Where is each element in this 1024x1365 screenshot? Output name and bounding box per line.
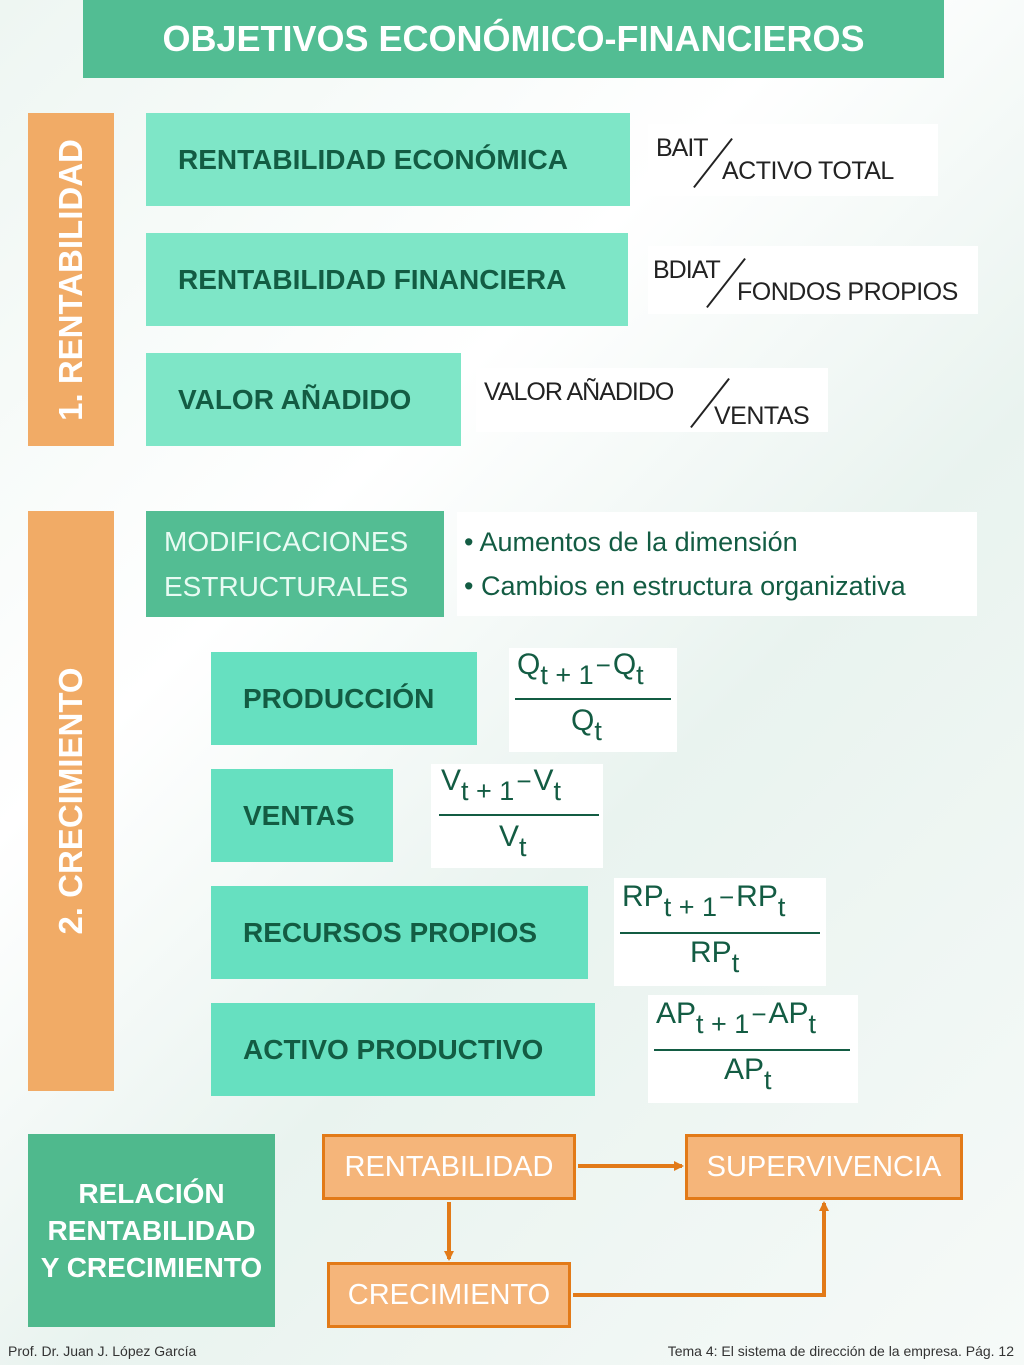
formula-denominator: RPt <box>690 936 740 978</box>
modificaciones-estructurales-box: MODIFICACIONES ESTRUCTURALES <box>146 511 444 617</box>
formula-denominator: Vt <box>499 820 527 862</box>
fraction-line <box>654 1049 850 1051</box>
formula-numerator: Qt + 1−Qt <box>517 648 644 690</box>
bullet-item: • Aumentos de la dimensión <box>464 527 798 557</box>
relacion-line2: RENTABILIDAD <box>47 1215 256 1246</box>
ratio-denominator: ACTIVO TOTAL <box>722 157 894 185</box>
formula-denominator: Qt <box>571 704 602 746</box>
formula-numerator: APt + 1−APt <box>656 997 817 1039</box>
footer-page-info: Tema 4: El sistema de dirección de la em… <box>667 1343 1014 1359</box>
ratio-denominator: FONDOS PROPIOS <box>737 278 958 306</box>
crecimiento-section-bar: 2. CRECIMIENTO <box>28 511 114 1091</box>
activo-productivo-box: ACTIVO PRODUCTIVO <box>211 1003 595 1096</box>
rentabilidad-node: RENTABILIDAD <box>322 1134 576 1200</box>
rentabilidad-economica-ratio: BAIT ACTIVO TOTAL <box>648 124 938 196</box>
formula-numerator: RPt + 1−RPt <box>622 880 786 922</box>
formula-numerator: Vt + 1−Vt <box>441 764 562 806</box>
modificaciones-line2: ESTRUCTURALES <box>164 571 409 602</box>
ratio-numerator: VALOR AÑADIDO <box>484 378 674 406</box>
recursos-propios-box: RECURSOS PROPIOS <box>211 886 588 979</box>
fraction-line <box>515 698 671 700</box>
ventas-formula: Vt + 1−Vt Vt <box>431 764 603 868</box>
bullet-item: • Cambios en estructura organizativa <box>464 571 906 601</box>
ventas-box: VENTAS <box>211 769 393 862</box>
recursos-propios-formula: RPt + 1−RPt RPt <box>614 878 826 986</box>
ratio-denominator: VENTAS <box>714 402 810 430</box>
modificaciones-line1: MODIFICACIONES <box>164 526 409 557</box>
footer-author: Prof. Dr. Juan J. López García <box>8 1343 197 1359</box>
estructural-bullets: • Aumentos de la dimensión • Cambios en … <box>457 512 977 616</box>
ratio-numerator: BDIAT <box>653 256 721 284</box>
rentabilidad-financiera-ratio: BDIAT FONDOS PROPIOS <box>648 246 978 314</box>
relacion-line3: Y CRECIMIENTO <box>40 1252 263 1283</box>
arrow-crecimiento-supervivencia <box>573 1201 829 1297</box>
supervivencia-node: SUPERVIVENCIA <box>685 1134 963 1200</box>
rentabilidad-financiera-box: RENTABILIDAD FINANCIERA <box>146 233 628 326</box>
page-title: OBJETIVOS ECONÓMICO-FINANCIEROS <box>83 0 944 78</box>
produccion-formula: Qt + 1−Qt Qt <box>509 648 677 752</box>
crecimiento-node: CRECIMIENTO <box>327 1262 571 1328</box>
formula-denominator: APt <box>724 1053 772 1095</box>
valor-anadido-box: VALOR AÑADIDO <box>146 353 461 446</box>
valor-anadido-ratio: VALOR AÑADIDO VENTAS <box>476 368 828 432</box>
rentabilidad-section-bar: 1. RENTABILIDAD <box>28 113 114 446</box>
fraction-line <box>620 932 820 934</box>
fraction-line <box>439 814 599 816</box>
relacion-line1: RELACIÓN <box>78 1178 225 1209</box>
activo-productivo-formula: APt + 1−APt APt <box>648 995 858 1103</box>
relacion-box: RELACIÓN RENTABILIDAD Y CRECIMIENTO <box>28 1134 275 1327</box>
produccion-box: PRODUCCIÓN <box>211 652 477 745</box>
ratio-numerator: BAIT <box>656 134 709 162</box>
rentabilidad-economica-box: RENTABILIDAD ECONÓMICA <box>146 113 630 206</box>
